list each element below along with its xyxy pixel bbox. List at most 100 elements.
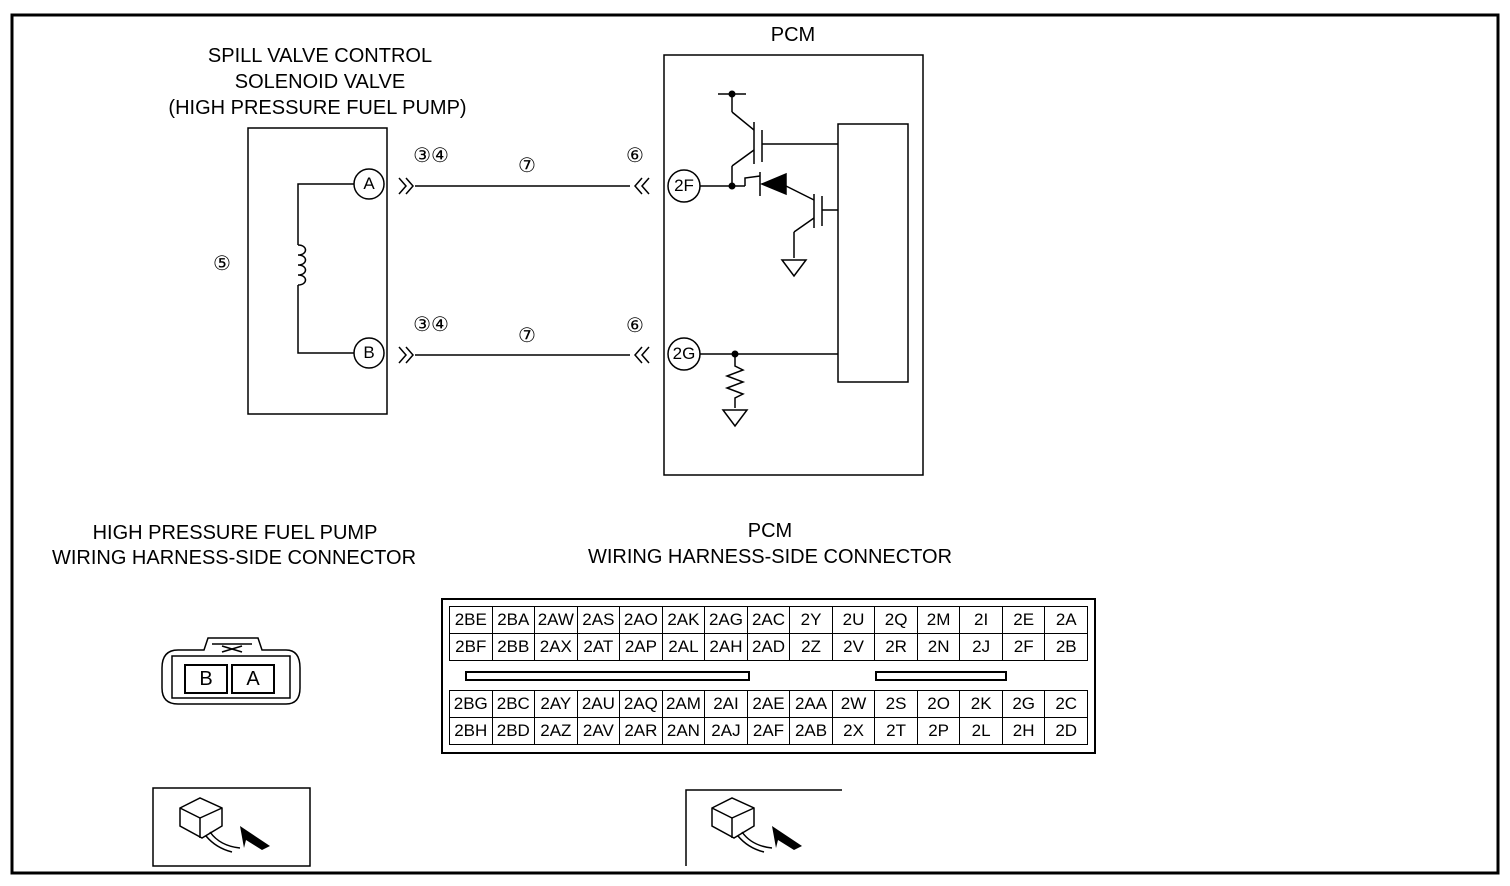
pcm-title: PCM [770, 24, 816, 46]
pcm-pin-cell: 2I [959, 606, 1003, 634]
pcm-pin-cell: 2AI [704, 690, 748, 718]
pcm-pin-cell: 2M [916, 606, 961, 634]
pcm-connector-key-slot [465, 671, 750, 681]
pcm-pin-cell: 2X [831, 717, 876, 745]
terminal-b-label: B [363, 343, 375, 362]
pcm-connector-title-line1: PCM [747, 520, 793, 542]
pcm-pin-cell: 2Y [789, 606, 833, 634]
pcm-pin-cell: 2O [916, 690, 961, 718]
pcm-pin-cell: 2AU [576, 690, 621, 718]
pcm-pin-cell: 2BC [491, 690, 536, 718]
pcm-pin-cell: 2A [1044, 606, 1088, 634]
pcm-pin-cell: 2BE [449, 606, 493, 634]
wire-upper-mark-right: ⑥ [626, 143, 644, 167]
pcm-pin-cell: 2P [916, 717, 961, 745]
pcm-box [663, 54, 924, 476]
pcm-pin-cell: 2BH [449, 717, 493, 745]
pcm-pin-cell: 2BG [449, 690, 493, 718]
fuel-pump-connector-title-line2: WIRING HARNESS-SIDE CONNECTOR [51, 547, 417, 569]
pcm-pin-cell: 2AQ [619, 690, 663, 718]
pcm-pin-cell: 2AA [789, 690, 833, 718]
pcm-pin-cell: 2U [831, 606, 876, 634]
solenoid-title-line3: (HIGH PRESSURE FUEL PUMP) [168, 97, 467, 119]
pcm-pin-cell: 2L [959, 717, 1003, 745]
fuel-pump-pin-b: B [184, 664, 228, 694]
connector-chevron-icon [398, 177, 414, 364]
pcm-pin-cell: 2BD [491, 717, 536, 745]
connector-chevron-icon [634, 177, 650, 364]
pcm-pin-cell: 2B [1044, 633, 1088, 661]
pcm-pin-cell: 2J [959, 633, 1003, 661]
pcm-pin-cell: 2AC [746, 606, 791, 634]
pcm-pin-cell: 2AD [746, 633, 791, 661]
pcm-pin-cell: 2W [831, 690, 876, 718]
pcm-pin-cell: 2T [874, 717, 918, 745]
wire-upper-mark-mid: ⑦ [518, 153, 536, 177]
pcm-pin-cell: 2R [874, 633, 918, 661]
view-box-frame [152, 787, 311, 867]
wire-lower-mark-right: ⑥ [626, 313, 644, 337]
terminal-a-circle [353, 168, 385, 200]
view-box-frame [685, 789, 842, 866]
diode-icon [744, 172, 787, 196]
high-side-transistor-icon [718, 93, 838, 186]
pcm-pin-cell: 2AV [576, 717, 621, 745]
harness-view-icon [179, 797, 241, 853]
pcm-pin-cell: 2AX [534, 633, 578, 661]
pcm-pin-cell: 2AS [576, 606, 621, 634]
pcm-pin-cell: 2F [1001, 633, 1046, 661]
arrow-icon [772, 826, 802, 850]
ground-icon [780, 259, 808, 278]
pcm-pin-cell: 2AG [704, 606, 748, 634]
pcm-pin-cell: 2AR [619, 717, 663, 745]
fuel-pump-connector-icon [161, 637, 301, 705]
coil-wire-lower [297, 285, 354, 354]
pcm-connector-key-slot [875, 671, 1007, 681]
pcm-pin-cell: 2AH [704, 633, 748, 661]
coil-mark: ⑤ [213, 251, 231, 275]
pcm-pin-cell: 2AY [534, 690, 578, 718]
wire-lower-mark-mid: ⑦ [518, 323, 536, 347]
pcm-pin-cell: 2N [916, 633, 961, 661]
pcm-pin-cell: 2AK [661, 606, 706, 634]
wire-lower-marks-left: ③④ [413, 312, 449, 336]
outer-frame [10, 13, 1500, 875]
pcm-pin-cell: 2AE [746, 690, 791, 718]
low-side-transistor-icon [785, 185, 838, 258]
coil-icon [297, 244, 307, 286]
ground-icon [721, 409, 749, 428]
terminal-b-circle [353, 337, 385, 369]
pcm-pin-cell: 2AL [661, 633, 706, 661]
solenoid-title-line1: SPILL VALVE CONTROL [207, 45, 433, 67]
solenoid-box [247, 127, 388, 415]
terminal-a-label: A [363, 174, 375, 193]
pcm-pin-cell: 2V [831, 633, 876, 661]
pcm-connector-title-line2: WIRING HARNESS-SIDE CONNECTOR [587, 546, 953, 568]
pcm-pin-cell: 2AJ [704, 717, 748, 745]
resistor-icon [724, 354, 746, 408]
pcm-pin-cell: 2AM [661, 690, 706, 718]
pcm-pin-cell: 2BF [449, 633, 493, 661]
pcm-pin-cell: 2BA [491, 606, 536, 634]
terminal-2f-label: 2F [674, 176, 694, 195]
pcm-pin-cell: 2AB [789, 717, 833, 745]
solenoid-title-line2: SOLENOID VALVE [234, 71, 406, 93]
pcm-pin-cell: 2AZ [534, 717, 578, 745]
fuel-pump-connector-title-line1: HIGH PRESSURE FUEL PUMP [92, 522, 378, 544]
pcm-pin-cell: 2AN [661, 717, 706, 745]
pcm-pin-cell: 2G [1001, 690, 1046, 718]
pcm-pin-cell: 2AT [576, 633, 621, 661]
pcm-pin-cell: 2H [1001, 717, 1046, 745]
pcm-pin-cell: 2C [1044, 690, 1088, 718]
pcm-pin-cell: 2D [1044, 717, 1088, 745]
pcm-pin-cell: 2Q [874, 606, 918, 634]
junction-dot [728, 90, 736, 98]
